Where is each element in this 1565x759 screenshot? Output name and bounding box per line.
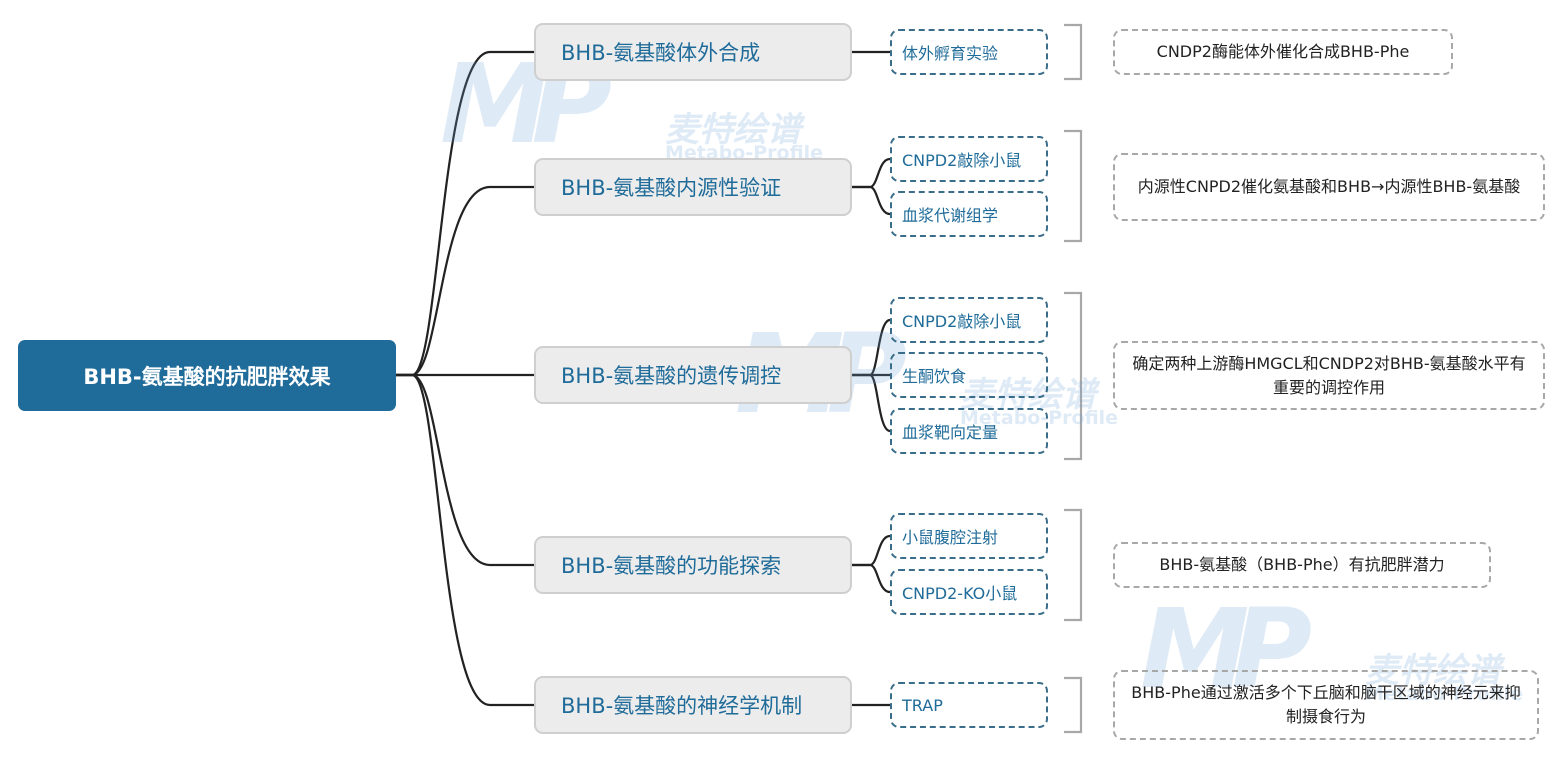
bracket-2	[1064, 129, 1083, 243]
connector-branch-3-leaf-3	[852, 373, 891, 433]
note-box-4: BHB-氨基酸（BHB-Phe）有抗肥胖潜力	[1113, 542, 1491, 588]
branch-node-4: BHB-氨基酸的功能探索	[534, 536, 852, 594]
leaf-node: TRAP	[890, 682, 1048, 728]
note-box-2: 内源性CNPD2催化氨基酸和BHB→内源性BHB-氨基酸	[1113, 153, 1545, 221]
branch-node-1: BHB-氨基酸体外合成	[534, 23, 852, 81]
connector-branch-4-leaf-1	[852, 534, 891, 567]
connector-root-branch-4	[396, 373, 534, 567]
leaf-node: 体外孵育实验	[890, 29, 1048, 75]
leaf-node: CNPD2-KO小鼠	[890, 569, 1048, 615]
bracket-4	[1064, 508, 1083, 622]
leaf-label: TRAP	[902, 695, 943, 715]
leaf-node: 血浆代谢组学	[890, 191, 1048, 237]
connector-branch-2-leaf-1	[852, 157, 891, 189]
note-text: 内源性CNPD2催化氨基酸和BHB→内源性BHB-氨基酸	[1137, 177, 1521, 196]
branch-label: BHB-氨基酸的遗传调控	[561, 364, 782, 388]
note-text: BHB-氨基酸（BHB-Phe）有抗肥胖潜力	[1159, 555, 1445, 574]
leaf-label: CNPD2敲除小鼠	[902, 312, 1022, 331]
leaf-node: CNPD2敲除小鼠	[890, 297, 1048, 343]
note-text: 确定两种上游酶HMGCL和CNDP2对BHB-氨基酸水平有重要的调控作用	[1132, 353, 1526, 397]
root-node: BHB-氨基酸的抗肥胖效果	[18, 340, 396, 411]
note-box-5: BHB-Phe通过激活多个下丘脑和脑干区域的神经元来抑制摄食行为	[1113, 670, 1539, 740]
leaf-label: 体外孵育实验	[902, 44, 999, 63]
note-box-1: CNDP2酶能体外催化合成BHB-Phe	[1113, 29, 1453, 75]
leaf-label: 血浆代谢组学	[902, 206, 999, 225]
leaf-node: 小鼠腹腔注射	[890, 513, 1048, 559]
branch-node-2: BHB-氨基酸内源性验证	[534, 158, 852, 216]
note-box-3: 确定两种上游酶HMGCL和CNDP2对BHB-氨基酸水平有重要的调控作用	[1113, 341, 1545, 410]
root-label: BHB-氨基酸的抗肥胖效果	[83, 364, 331, 389]
note-text: BHB-Phe通过激活多个下丘脑和脑干区域的神经元来抑制摄食行为	[1131, 683, 1521, 726]
branch-label: BHB-氨基酸的功能探索	[561, 554, 782, 578]
leaf-label: CNPD2敲除小鼠	[902, 151, 1022, 170]
branch-node-5: BHB-氨基酸的神经学机制	[534, 676, 852, 734]
bracket-5	[1064, 676, 1083, 734]
branch-label: BHB-氨基酸体外合成	[561, 41, 761, 65]
leaf-label: 小鼠腹腔注射	[902, 528, 999, 547]
leaf-label: 生酮饮食	[902, 367, 967, 386]
connector-root-branch-1	[396, 50, 534, 377]
connector-branch-2-leaf-2	[852, 185, 891, 216]
branch-label: BHB-氨基酸内源性验证	[561, 176, 782, 200]
connector-root-branch-5	[396, 373, 534, 707]
leaf-node: CNPD2敲除小鼠	[890, 136, 1048, 182]
note-text: CNDP2酶能体外催化合成BHB-Phe	[1156, 42, 1410, 61]
leaf-label: CNPD2-KO小鼠	[902, 584, 1018, 603]
connector-root-branch-2	[396, 185, 534, 377]
bracket-3	[1064, 291, 1083, 461]
branch-node-3: BHB-氨基酸的遗传调控	[534, 346, 852, 404]
leaf-node: 血浆靶向定量	[890, 408, 1048, 454]
leaf-label: 血浆靶向定量	[902, 423, 999, 442]
connector-branch-4-leaf-2	[852, 563, 891, 594]
bracket-1	[1064, 23, 1083, 81]
branch-label: BHB-氨基酸的神经学机制	[561, 694, 803, 718]
leaf-node: 生酮饮食	[890, 352, 1048, 398]
